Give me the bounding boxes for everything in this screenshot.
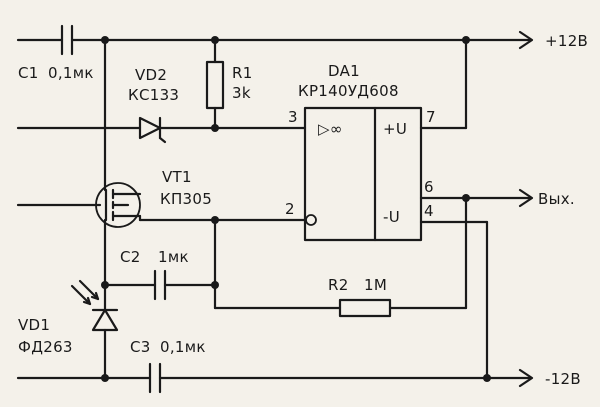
bottom-rail <box>16 362 534 394</box>
c3-value: 0,1мк <box>160 338 206 356</box>
pin-7-label: 7 <box>426 108 436 126</box>
c1-ref: C1 <box>18 64 39 82</box>
vd2-ref: VD2 <box>135 66 167 84</box>
da1-pin-minus-u: -U <box>383 208 400 226</box>
capacitor-c1 <box>60 24 74 56</box>
da1-symbol: ▷∞ <box>318 120 343 138</box>
vd1-type: ФД263 <box>18 338 73 356</box>
output-wire <box>419 188 534 208</box>
r1-value: 3k <box>232 84 251 102</box>
capacitor-c2 <box>101 216 219 301</box>
top-rail <box>16 30 534 50</box>
resistor-r1 <box>205 38 225 132</box>
pin-3-label: 3 <box>288 108 298 126</box>
out-label: Вых. <box>538 190 575 208</box>
vminus-label: -12В <box>545 370 581 388</box>
pin-2-label: 2 <box>285 200 295 218</box>
c2-value: 1мк <box>158 248 189 266</box>
da1-ref: DA1 <box>328 62 360 80</box>
vt1-type: КП305 <box>160 190 212 208</box>
da1-type: КР140УД608 <box>298 82 399 100</box>
vplus-label: +12В <box>545 32 588 50</box>
r2-value: 1M <box>364 276 387 294</box>
vt1-ref: VT1 <box>162 168 192 186</box>
vd2-type: КС133 <box>128 86 179 104</box>
opamp-da1 <box>303 106 423 242</box>
resistor-r2 <box>213 283 468 318</box>
zener-vd2 <box>16 116 307 144</box>
c3-ref: C3 <box>130 338 151 356</box>
r1-ref: R1 <box>232 64 253 82</box>
da1-pin-plus-u: +U <box>383 120 407 138</box>
c2-ref: C2 <box>120 248 141 266</box>
pin-7-wire <box>419 38 468 130</box>
c1-value: 0,1мк <box>48 64 94 82</box>
pin-4-label: 4 <box>424 202 434 220</box>
pin-4-wire <box>419 220 489 380</box>
pin-6-label: 6 <box>424 178 434 196</box>
transistor-vt1 <box>16 182 307 287</box>
vd1-ref: VD1 <box>18 316 50 334</box>
photodiode-vd1 <box>70 279 119 380</box>
r2-ref: R2 <box>328 276 349 294</box>
